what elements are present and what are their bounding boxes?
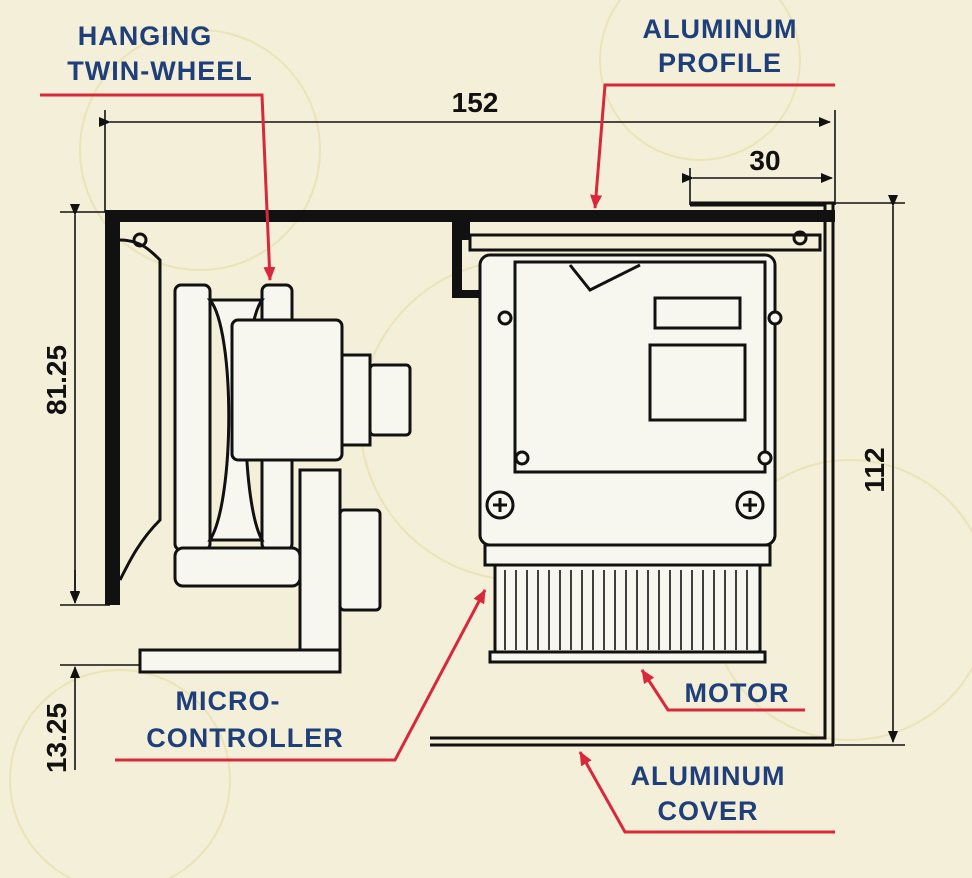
hanging-twin-wheel-label-line1: HANGING [78, 21, 213, 51]
dimension-30: 30 [682, 145, 833, 183]
dimension-81-25: 81.25 [41, 204, 80, 603]
dimension-112: 112 [859, 195, 898, 743]
dimension-13-25-label: 13.25 [41, 703, 72, 773]
motor-pulley [483, 543, 772, 664]
aluminum-cover-label-line2: COVER [657, 796, 758, 826]
aluminum-profile-label-line2: PROFILE [658, 48, 782, 78]
micro-controller-label-line2: CONTROLLER [146, 723, 343, 753]
motor-housing [478, 253, 783, 547]
aluminum-cover [430, 201, 835, 747]
motor-label: MOTOR [685, 678, 790, 708]
aluminum-profile-label-line1: ALUMINUM [643, 14, 798, 44]
hanging-twin-wheel [138, 283, 412, 674]
hanging-twin-wheel-label-line2: TWIN-WHEEL [67, 56, 252, 86]
dimension-30-label: 30 [749, 145, 780, 176]
dimension-13-25: 13.25 [41, 570, 80, 773]
micro-controller-label-line1: MICRO- [176, 686, 281, 716]
dimension-152-label: 152 [452, 87, 499, 118]
leader-lines [40, 83, 835, 834]
aluminum-cover-label-line1: ALUMINUM [631, 761, 786, 791]
dimension-81-25-label: 81.25 [41, 345, 72, 415]
aluminum-profile [105, 210, 835, 605]
dimension-112-label: 112 [859, 447, 890, 492]
dimension-152: 152 [99, 87, 831, 127]
